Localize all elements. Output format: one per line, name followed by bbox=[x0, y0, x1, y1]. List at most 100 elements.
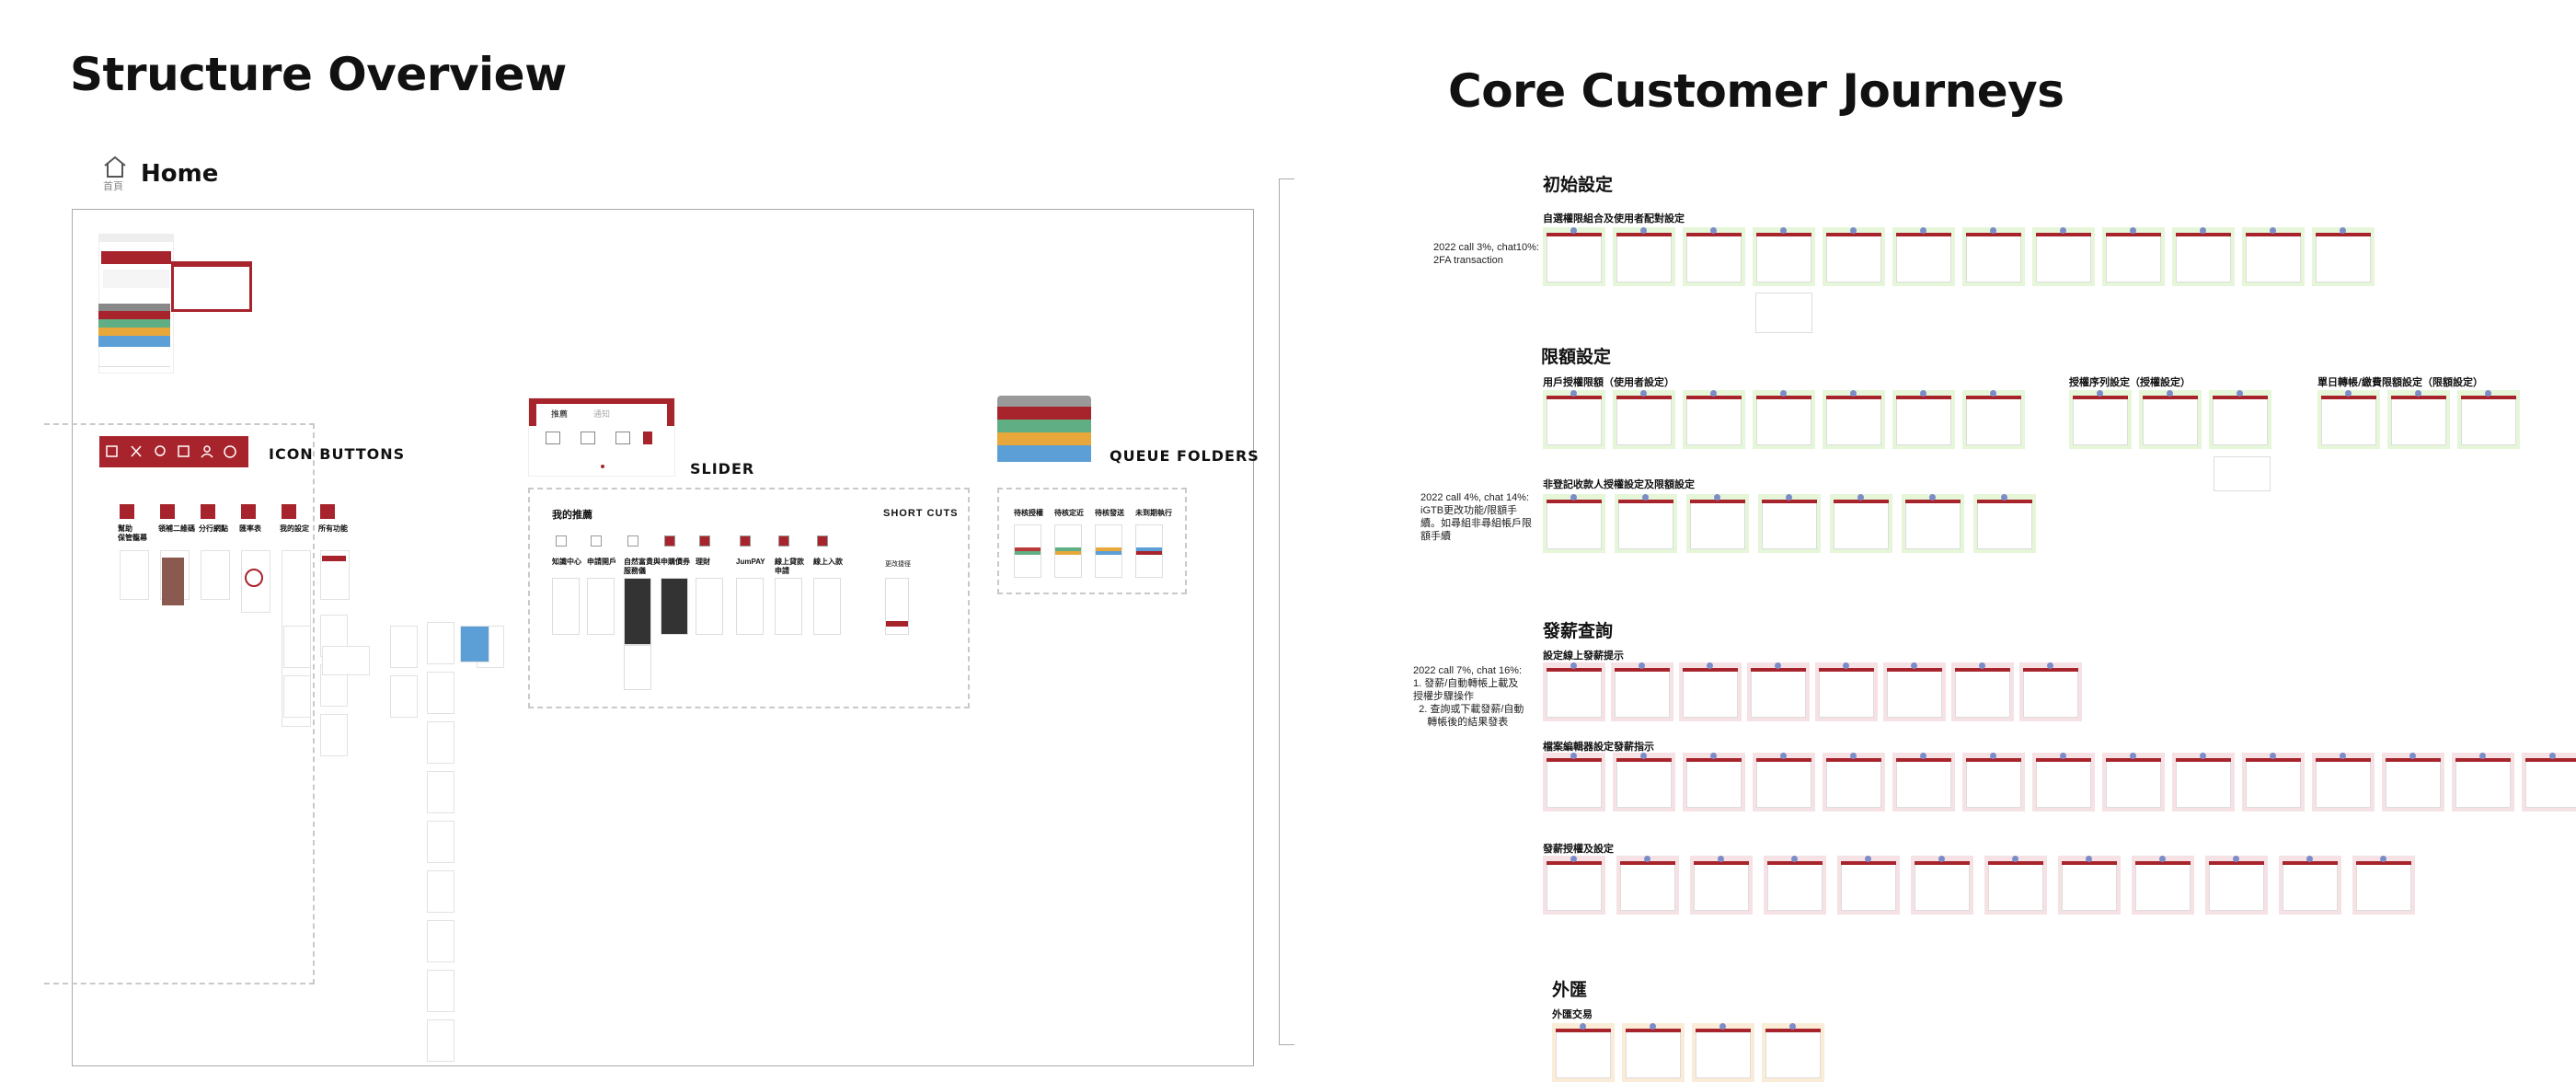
highlight-circle bbox=[245, 569, 263, 587]
rec-label-1[interactable]: 申請開戶 bbox=[587, 558, 616, 566]
thumb-limit-a-3 bbox=[1753, 390, 1815, 449]
section-title-fx: 外匯 bbox=[1552, 980, 1588, 1000]
queue-label-1[interactable]: 待核定近 bbox=[1054, 509, 1084, 517]
thumb-limit-d-1 bbox=[1615, 494, 1677, 553]
all-func-bar bbox=[322, 556, 346, 561]
queue-screen-2 bbox=[1095, 524, 1122, 578]
rec-label-3[interactable]: 申購債券 bbox=[661, 558, 690, 566]
rec-label-0[interactable]: 知識中心 bbox=[552, 558, 581, 566]
slider-label: SLIDER bbox=[690, 460, 755, 478]
rec-label-5[interactable]: JumPAY bbox=[736, 558, 765, 566]
home-tabbar bbox=[98, 366, 170, 380]
queue-label-3[interactable]: 未到期執行 bbox=[1135, 509, 1172, 517]
thumb-payroll-c-10 bbox=[2279, 856, 2341, 915]
rec-label-6[interactable]: 線上貸款 申請 bbox=[775, 558, 804, 575]
rec-label-7[interactable]: 線上入款 bbox=[813, 558, 843, 566]
icon-button-4[interactable] bbox=[282, 504, 296, 519]
thumb-payroll-c-6 bbox=[1984, 856, 2047, 915]
sub-label-1-1: 授權序列設定（授權設定） bbox=[2069, 376, 2191, 388]
detail-screen bbox=[283, 626, 311, 668]
thumb-payroll-b-10 bbox=[2242, 753, 2305, 812]
thumb-initial-11 bbox=[2312, 227, 2375, 286]
structure-overview-title: Structure Overview bbox=[70, 48, 567, 101]
shortcut-item[interactable]: 更改捷徑 bbox=[885, 561, 911, 568]
queue-screen-0 bbox=[1014, 524, 1041, 578]
queue-label-2[interactable]: 待核發送 bbox=[1095, 509, 1124, 517]
thumb-payroll-b-2 bbox=[1683, 753, 1745, 812]
sub-label-1-0: 用戶授權限額（使用者設定） bbox=[1543, 376, 1674, 388]
rec-label-2[interactable]: 自然富貴與 服務儀 bbox=[624, 558, 661, 575]
rec-icon-7 bbox=[817, 535, 828, 547]
thumb-limit-d-6 bbox=[1973, 494, 2036, 553]
slider-tab-notify[interactable]: 通知 bbox=[593, 409, 611, 419]
icon-button-2[interactable] bbox=[201, 504, 215, 519]
thumb-payroll-a-6 bbox=[1951, 662, 2014, 721]
thumb-payroll-c-7 bbox=[2058, 856, 2121, 915]
thumb-fx-0 bbox=[1552, 1023, 1615, 1082]
thumb-limit-a-1 bbox=[1613, 390, 1675, 449]
recommend-title: 我的推薦 bbox=[552, 510, 592, 521]
queue-folders-label: QUEUE FOLDERS bbox=[1110, 447, 1259, 465]
rec-extra-screen bbox=[624, 644, 651, 690]
thumb-payroll-c-5 bbox=[1911, 856, 1973, 915]
detail-screen bbox=[320, 714, 348, 756]
rec-label-4[interactable]: 理財 bbox=[696, 558, 710, 566]
thumb-initial-10 bbox=[2242, 227, 2305, 286]
thumb-payroll-c-0 bbox=[1543, 856, 1605, 915]
detail-screen bbox=[283, 675, 311, 718]
thumb-payroll-b-5 bbox=[1892, 753, 1955, 812]
thumb-limit-d-5 bbox=[1902, 494, 1964, 553]
detail-screen bbox=[427, 721, 454, 764]
detail-screen bbox=[427, 970, 454, 1012]
thumb-limit-c-2 bbox=[2457, 390, 2520, 449]
icon-button-3[interactable] bbox=[241, 504, 256, 519]
structure-frame bbox=[72, 209, 1254, 1066]
thumb-payroll-a-3 bbox=[1747, 662, 1810, 721]
thumb-initial-4 bbox=[1823, 227, 1885, 286]
queue-screen-1 bbox=[1054, 524, 1082, 578]
thumb-payroll-c-2 bbox=[1690, 856, 1753, 915]
sub-label-2-0: 設定線上發薪提示 bbox=[1543, 650, 1624, 662]
sub-label-0-0: 自選權限組合及使用者配對設定 bbox=[1543, 213, 1685, 224]
thumb-initial-3 bbox=[1753, 227, 1815, 286]
thumb-payroll-b-4 bbox=[1823, 753, 1885, 812]
thumb-payroll-b-12 bbox=[2382, 753, 2444, 812]
queue-screen-3 bbox=[1135, 524, 1163, 578]
icon-button-1[interactable] bbox=[160, 504, 175, 519]
thumb-limit-a-2 bbox=[1683, 390, 1745, 449]
sub-label-3-0: 外匯交易 bbox=[1552, 1008, 1593, 1020]
thumb-fx-2 bbox=[1692, 1023, 1754, 1082]
slider-mockup: 推薦 通知 bbox=[528, 397, 675, 477]
icon-button-5[interactable] bbox=[320, 504, 335, 519]
rec-screen-2 bbox=[624, 578, 651, 646]
note-limit: 2022 call 4%, chat 14%: iGTB更改功能/限額手 續。如… bbox=[1420, 492, 1532, 542]
detail-screen bbox=[427, 821, 454, 863]
thumb-initial-6 bbox=[1962, 227, 2025, 286]
thumb-initial-2 bbox=[1683, 227, 1745, 286]
rec-icon-5 bbox=[740, 535, 751, 547]
icon-button-0[interactable] bbox=[120, 504, 134, 519]
thumb-payroll-b-9 bbox=[2172, 753, 2235, 812]
rec-icon-2 bbox=[627, 535, 638, 547]
icon-button-label-2: 分行網點 bbox=[199, 524, 228, 533]
section-title-initial: 初始設定 bbox=[1543, 175, 1614, 195]
thumb-initial-0 bbox=[1543, 227, 1605, 286]
queue-label-0[interactable]: 待核授權 bbox=[1014, 509, 1043, 517]
icon-button-label-3: 匯率表 bbox=[239, 524, 261, 533]
section-title-limit: 限額設定 bbox=[1541, 347, 1612, 367]
thumb-initial-5 bbox=[1892, 227, 1955, 286]
thumb-limit-a-5 bbox=[1892, 390, 1955, 449]
home-slider-preview bbox=[171, 261, 252, 312]
recommend-box bbox=[528, 488, 970, 708]
thumb-limit-c-1 bbox=[2387, 390, 2450, 449]
detail-screen bbox=[427, 771, 454, 813]
thumb-initial-8 bbox=[2102, 227, 2165, 286]
slider-tab-recommend[interactable]: 推薦 bbox=[551, 409, 569, 419]
rec-screen-6 bbox=[775, 578, 802, 635]
thumb-limit-b-2 bbox=[2209, 390, 2271, 449]
thumb-initial-9 bbox=[2172, 227, 2235, 286]
thumb-limit-a-4 bbox=[1823, 390, 1885, 449]
thumb-limit-d-4 bbox=[1830, 494, 1892, 553]
thumb-initial-extra bbox=[1755, 293, 1812, 333]
shortcuts-label: SHORT CUTS bbox=[883, 508, 959, 519]
